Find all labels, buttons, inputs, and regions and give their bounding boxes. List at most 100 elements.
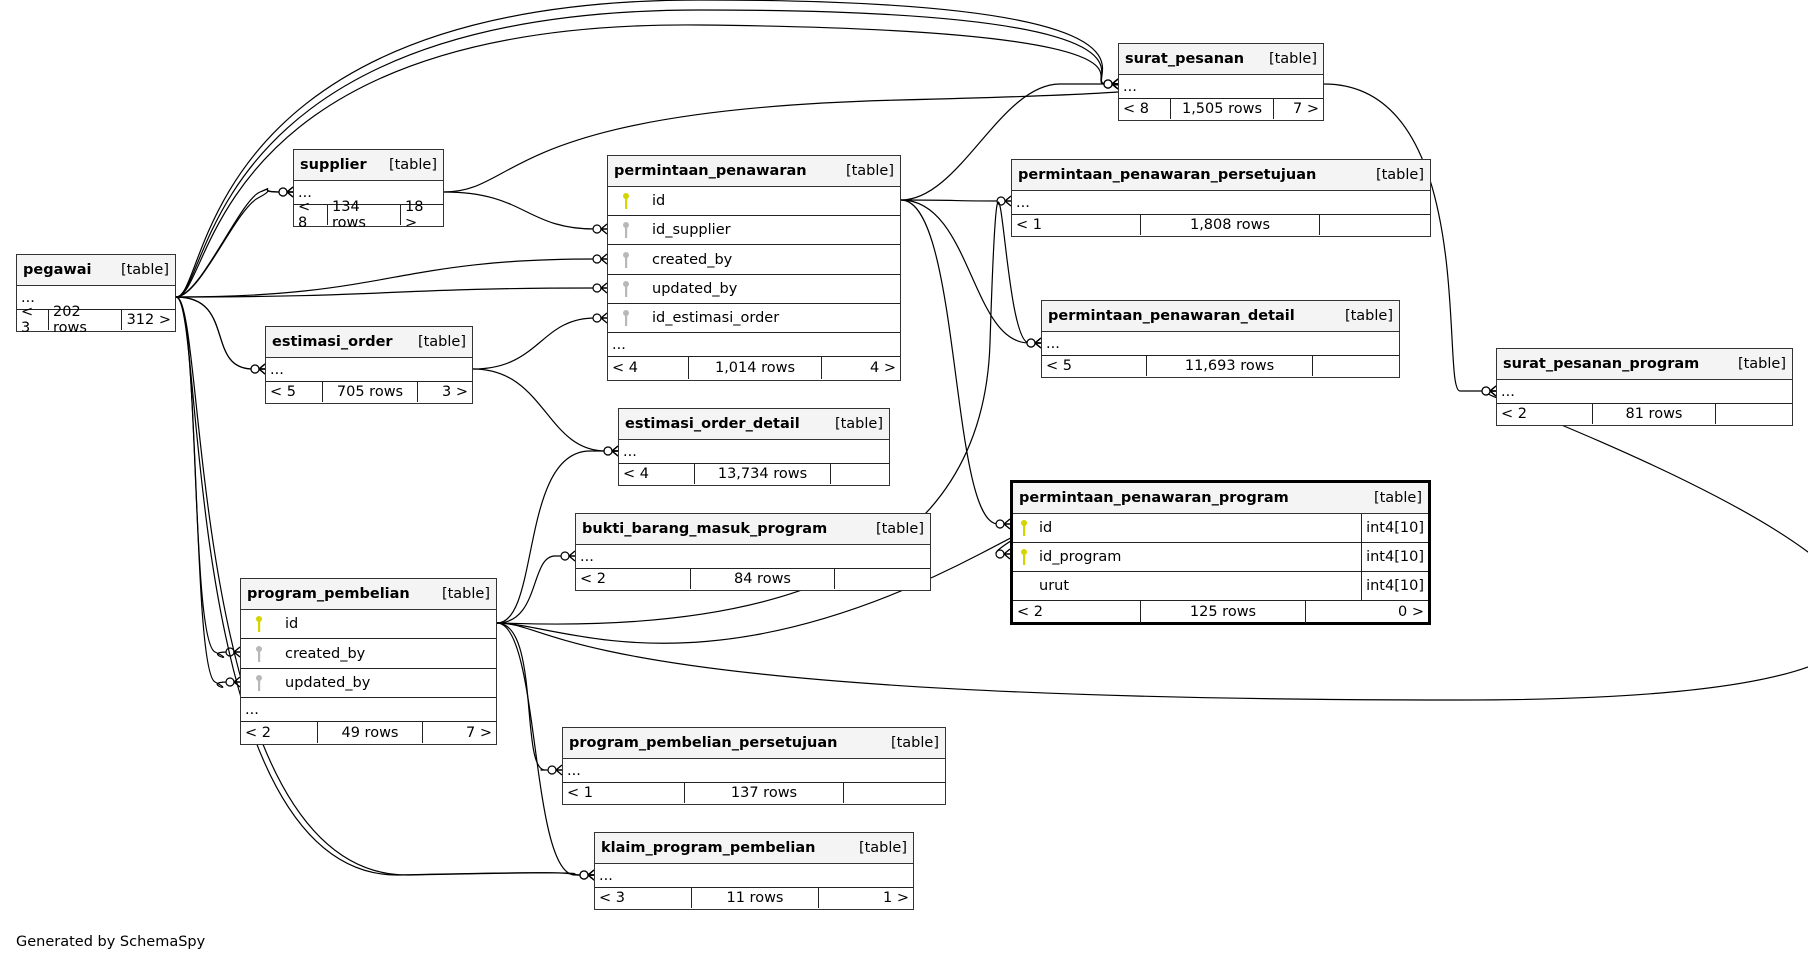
row-count: 137 rows (684, 783, 844, 803)
table-header: estimasi_order_detail [table] (619, 409, 889, 440)
table-supplier[interactable]: supplier [table] ... < 8 134 rows 18 > (293, 149, 444, 231)
table-footer: < 1 1,808 rows (1012, 215, 1430, 235)
table-header: pegawai [table] (17, 255, 175, 286)
column-row[interactable]: id int4[10] (1013, 514, 1428, 543)
optional-marker-icon (579, 870, 589, 880)
relationship-line (472, 368, 607, 452)
table-pegawai[interactable]: pegawai [table] ... < 3 202 rows 312 > (16, 254, 176, 336)
table-type: [table] (388, 157, 437, 173)
table-name[interactable]: bukti_barang_masuk_program (582, 521, 828, 537)
column-row[interactable]: id (241, 610, 496, 639)
children-count (831, 464, 889, 484)
column-row[interactable]: id_program int4[10] (1013, 543, 1428, 572)
column-row[interactable]: urut int4[10] (1013, 572, 1428, 601)
fk-key-icon (241, 645, 277, 663)
column-type: int4[10] (1361, 514, 1428, 542)
more-columns: ... (576, 545, 930, 569)
table-footer: < 4 13,734 rows (619, 464, 889, 484)
parents-count: < 2 (245, 724, 271, 741)
parents-count: < 1 (567, 785, 593, 801)
more-columns: ... (595, 864, 913, 888)
column-row[interactable]: updated_by (241, 669, 496, 698)
relationship-line (900, 199, 1000, 202)
more-columns: ... (1497, 380, 1792, 404)
crows-foot-icon (1489, 385, 1497, 397)
more-columns: ... (294, 181, 443, 205)
table-type: [table] (1375, 167, 1424, 183)
table-type: [table] (441, 586, 490, 602)
relationship-line (443, 191, 596, 230)
table-name[interactable]: permintaan_penawaran_persetujuan (1018, 167, 1317, 183)
table-name[interactable]: pegawai (23, 262, 92, 278)
table-estimasi-order[interactable]: estimasi_order [table] ... < 5 705 rows … (265, 326, 473, 404)
column-type: int4[10] (1361, 572, 1428, 600)
table-surat-pesanan-program[interactable]: surat_pesanan_program [table] ... < 2 81… (1496, 348, 1793, 426)
table-estimasi-order-detail[interactable]: estimasi_order_detail [table] ... < 4 13… (618, 408, 890, 486)
table-type: [table] (1268, 51, 1317, 67)
children-count (844, 783, 945, 803)
row-count: 125 rows (1140, 601, 1306, 623)
column-row[interactable]: id_estimasi_order (608, 304, 900, 333)
table-name[interactable]: program_pembelian (247, 586, 410, 602)
table-type: [table] (834, 416, 883, 432)
row-count: 49 rows (317, 722, 423, 743)
row-count: 81 rows (1592, 404, 1716, 424)
table-name[interactable]: permintaan_penawaran_detail (1048, 308, 1295, 324)
column-name: id (652, 193, 666, 209)
column-row[interactable]: id_supplier (608, 216, 900, 245)
optional-marker-icon (278, 187, 288, 197)
table-name[interactable]: klaim_program_pembelian (601, 840, 816, 856)
optional-marker-icon (560, 551, 570, 561)
optional-marker-icon (1481, 386, 1491, 396)
table-type: [table] (1344, 308, 1393, 324)
table-permintaan-penawaran-detail[interactable]: permintaan_penawaran_detail [table] ... … (1041, 300, 1400, 378)
table-name[interactable]: permintaan_penawaran (614, 163, 807, 179)
table-name[interactable]: surat_pesanan_program (1503, 356, 1700, 372)
column-row[interactable]: updated_by (608, 275, 900, 304)
table-header: supplier [table] (294, 150, 443, 181)
row-count: 11 rows (691, 888, 819, 908)
pk-key-icon (608, 192, 644, 210)
column-row[interactable]: id (608, 187, 900, 216)
table-name[interactable]: supplier (300, 157, 367, 173)
column-name: id_estimasi_order (652, 310, 780, 326)
table-name[interactable]: estimasi_order_detail (625, 416, 800, 432)
more-columns: ... (1119, 75, 1323, 99)
table-permintaan-penawaran[interactable]: permintaan_penawaran [table] id id_suppl… (607, 155, 901, 381)
table-name[interactable]: estimasi_order (272, 334, 393, 350)
column-row[interactable]: created_by (241, 639, 496, 669)
table-permintaan-penawaran-persetujuan[interactable]: permintaan_penawaran_persetujuan [table]… (1011, 159, 1431, 237)
table-program-pembelian-persetujuan[interactable]: program_pembelian_persetujuan [table] ..… (562, 727, 946, 805)
optional-marker-icon (592, 283, 602, 293)
column-row[interactable]: created_by (608, 245, 900, 275)
optional-marker-icon (1026, 338, 1036, 348)
table-name[interactable]: surat_pesanan (1125, 51, 1245, 67)
table-program-pembelian[interactable]: program_pembelian [table] id created_by … (240, 578, 497, 745)
parents-count: < 4 (612, 360, 638, 376)
relationship-line (472, 317, 596, 370)
table-footer: < 5 705 rows 3 > (266, 382, 472, 402)
optional-marker-icon (1103, 79, 1113, 89)
table-footer: < 8 1,505 rows 7 > (1119, 99, 1323, 119)
fk-key-icon (608, 280, 644, 298)
table-bukti-barang-masuk-program[interactable]: bukti_barang_masuk_program [table] ... <… (575, 513, 931, 591)
children-count: 0 > (1398, 604, 1424, 620)
row-count: 705 rows (322, 382, 418, 402)
children-count (1313, 356, 1399, 376)
table-klaim-program-pembelian[interactable]: klaim_program_pembelian [table] ... < 3 … (594, 832, 914, 910)
table-type: [table] (845, 163, 894, 179)
parents-count: < 3 (21, 304, 34, 336)
optional-marker-icon (996, 196, 1006, 206)
table-name[interactable]: program_pembelian_persetujuan (569, 735, 838, 751)
table-permintaan-penawaran-program[interactable]: permintaan_penawaran_program [table] id … (1010, 480, 1431, 625)
crows-foot-icon (568, 550, 576, 562)
children-count: 18 > (405, 199, 424, 231)
table-name[interactable]: permintaan_penawaran_program (1019, 490, 1289, 506)
optional-marker-icon (592, 313, 602, 323)
table-surat-pesanan[interactable]: surat_pesanan [table] ... < 8 1,505 rows… (1118, 43, 1324, 121)
column-name: updated_by (652, 281, 738, 297)
table-footer: < 2 49 rows 7 > (241, 722, 496, 743)
children-count: 312 > (126, 312, 171, 328)
column-name: urut (1039, 578, 1070, 594)
